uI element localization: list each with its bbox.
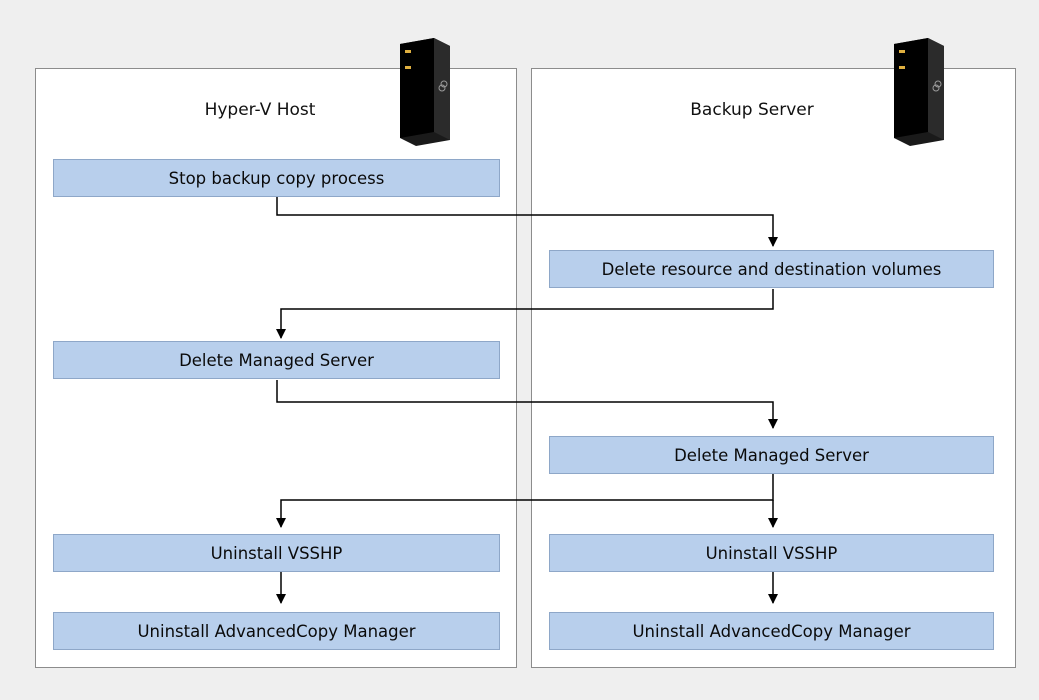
connector-delete-volumes-to-delete-managed-left xyxy=(276,289,774,339)
lane-title-backup-server: Backup Server xyxy=(690,100,814,120)
connector-delete-managed-right-to-vsshp-left xyxy=(276,474,774,528)
step-uninstall-advancedcopy-manager-hyperv: Uninstall AdvancedCopy Manager xyxy=(53,612,500,650)
step-delete-managed-server-backup: Delete Managed Server xyxy=(549,436,994,474)
step-delete-resource-destination-volumes: Delete resource and destination volumes xyxy=(549,250,994,288)
connector-delete-managed-left-to-right xyxy=(276,380,778,429)
step-uninstall-advancedcopy-manager-backup: Uninstall AdvancedCopy Manager xyxy=(549,612,994,650)
step-delete-managed-server-hyperv: Delete Managed Server xyxy=(53,341,500,379)
server-tower-icon xyxy=(894,38,944,146)
step-stop-backup-copy-process: Stop backup copy process xyxy=(53,159,500,197)
server-tower-icon xyxy=(400,38,450,146)
step-uninstall-vsshp-backup: Uninstall VSSHP xyxy=(549,534,994,572)
lane-title-hyperv-host: Hyper-V Host xyxy=(204,100,316,120)
step-uninstall-vsshp-hyperv: Uninstall VSSHP xyxy=(53,534,500,572)
connector-stop-to-delete-volumes xyxy=(276,197,778,247)
